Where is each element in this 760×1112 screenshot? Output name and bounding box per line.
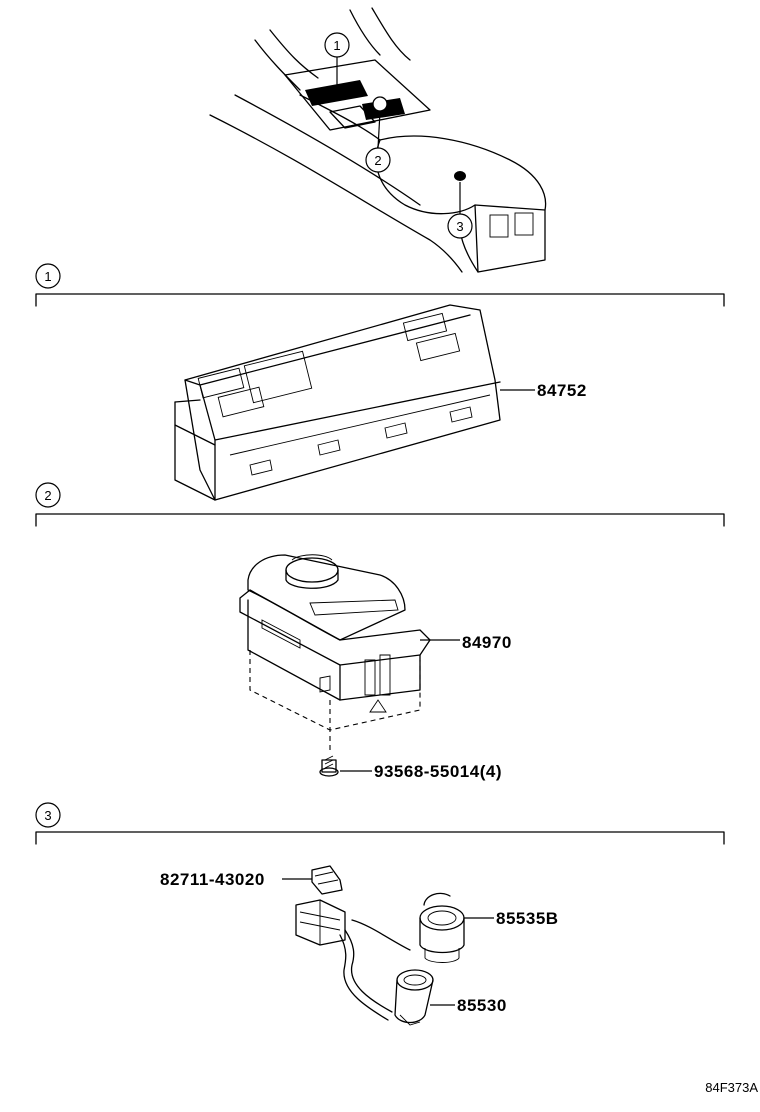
part-number-82711: 82711-43020: [160, 870, 265, 889]
section-2: 2 84970 9356: [35, 482, 725, 781]
part-number-85535b: 85535B: [496, 909, 559, 928]
part-number-84970: 84970: [462, 633, 512, 652]
wire-harness-3: [351, 919, 411, 951]
overview-callout-1: [324, 32, 350, 58]
connector-82711: [311, 865, 343, 895]
overview-callout-2-label: 2: [374, 153, 381, 168]
wire-harness-1: [344, 929, 393, 1013]
section-3-callout-label: 3: [44, 808, 51, 823]
overview-callout-2: [365, 147, 391, 173]
overview-callout-1-label: 1: [333, 38, 340, 53]
section-1-callout: [35, 263, 61, 289]
location-1-marker: [305, 80, 368, 106]
section-1-callout-label: 1: [44, 269, 51, 284]
section-3-callout: [35, 802, 61, 828]
controller-84970: [239, 554, 431, 752]
section-1: 1 84752: [35, 263, 725, 501]
wire-harness-2: [339, 934, 389, 1021]
part-number-93568: 93568-55014(4): [374, 762, 502, 781]
part-number-85530: 85530: [457, 996, 507, 1015]
section-2-callout: [35, 482, 61, 508]
console-overview: 1 2 3: [209, 7, 547, 273]
socket-85530: [394, 969, 434, 1026]
harness-connector: [295, 899, 346, 946]
socket-85535b: [419, 892, 465, 963]
location-3-marker: [454, 171, 466, 181]
overview-callout-3: [447, 213, 473, 239]
overview-callout-3-label: 3: [456, 219, 463, 234]
section-3: 3 82711-43020 85535B: [35, 802, 725, 1026]
screw-93568: [319, 755, 339, 777]
section-2-callout-label: 2: [44, 488, 51, 503]
switch-panel-84752: [174, 304, 501, 501]
part-number-84752: 84752: [537, 381, 587, 400]
figure-code: 84F373A: [705, 1080, 758, 1095]
